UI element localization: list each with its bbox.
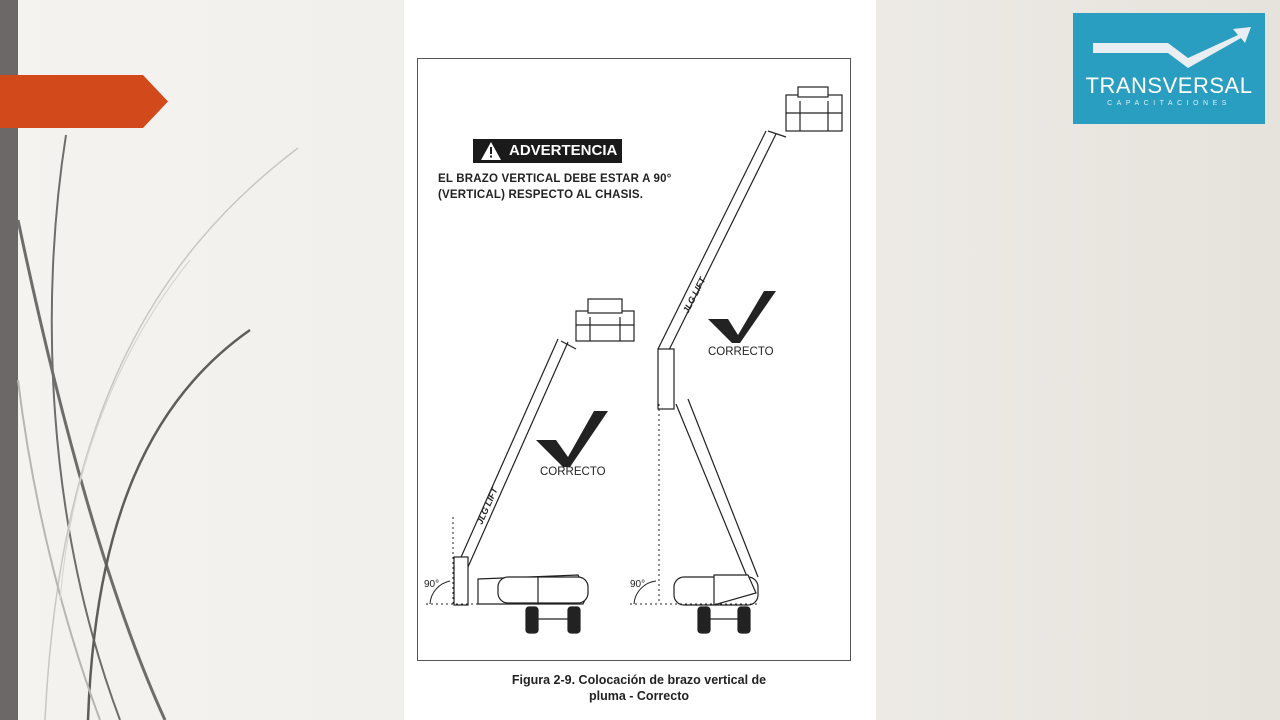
left-brand-label: JLG LIFT <box>475 485 501 526</box>
warning-message: EL BRAZO VERTICAL DEBE ESTAR A 90° (VERT… <box>438 171 672 203</box>
left-checkmark-icon <box>536 411 608 467</box>
warning-line-2: (VERTICAL) RESPECTO AL CHASIS. <box>438 189 644 201</box>
logo-main-text: TRANSVERSAL <box>1085 73 1253 98</box>
left-correct-label: CORRECTO <box>540 466 606 478</box>
decorative-swooshes <box>16 134 299 720</box>
logo-sub-text: CAPACITACIONES <box>1107 100 1231 107</box>
orange-arrow-decoration <box>0 75 168 128</box>
caption-line-2: pluma - Correcto <box>588 689 689 703</box>
warning-title: ADVERTENCIA <box>509 142 618 159</box>
right-correct-label: CORRECTO <box>708 346 774 358</box>
logo-arrow-icon <box>1093 27 1251 68</box>
warning-triangle-icon <box>481 142 501 160</box>
figure-caption: Figura 2-9. Colocación de brazo vertical… <box>464 672 814 704</box>
warning-line-1: EL BRAZO VERTICAL DEBE ESTAR A 90° <box>438 173 672 185</box>
warning-header: ADVERTENCIA <box>473 139 622 163</box>
right-angle-label: 90° <box>630 579 645 590</box>
right-checkmark-icon <box>708 291 776 343</box>
boom-lift-diagram: CORRECTO 90° JLG LIFT <box>424 86 843 634</box>
document-page: CORRECTO 90° JLG LIFT <box>404 0 876 720</box>
caption-line-1: Figura 2-9. Colocación de brazo vertical… <box>511 673 767 687</box>
figure-frame: CORRECTO 90° JLG LIFT <box>417 58 851 661</box>
slide-left-bar <box>0 0 18 720</box>
transversal-logo: TRANSVERSAL CAPACITACIONES <box>1073 13 1265 124</box>
left-angle-label: 90° <box>424 579 439 590</box>
